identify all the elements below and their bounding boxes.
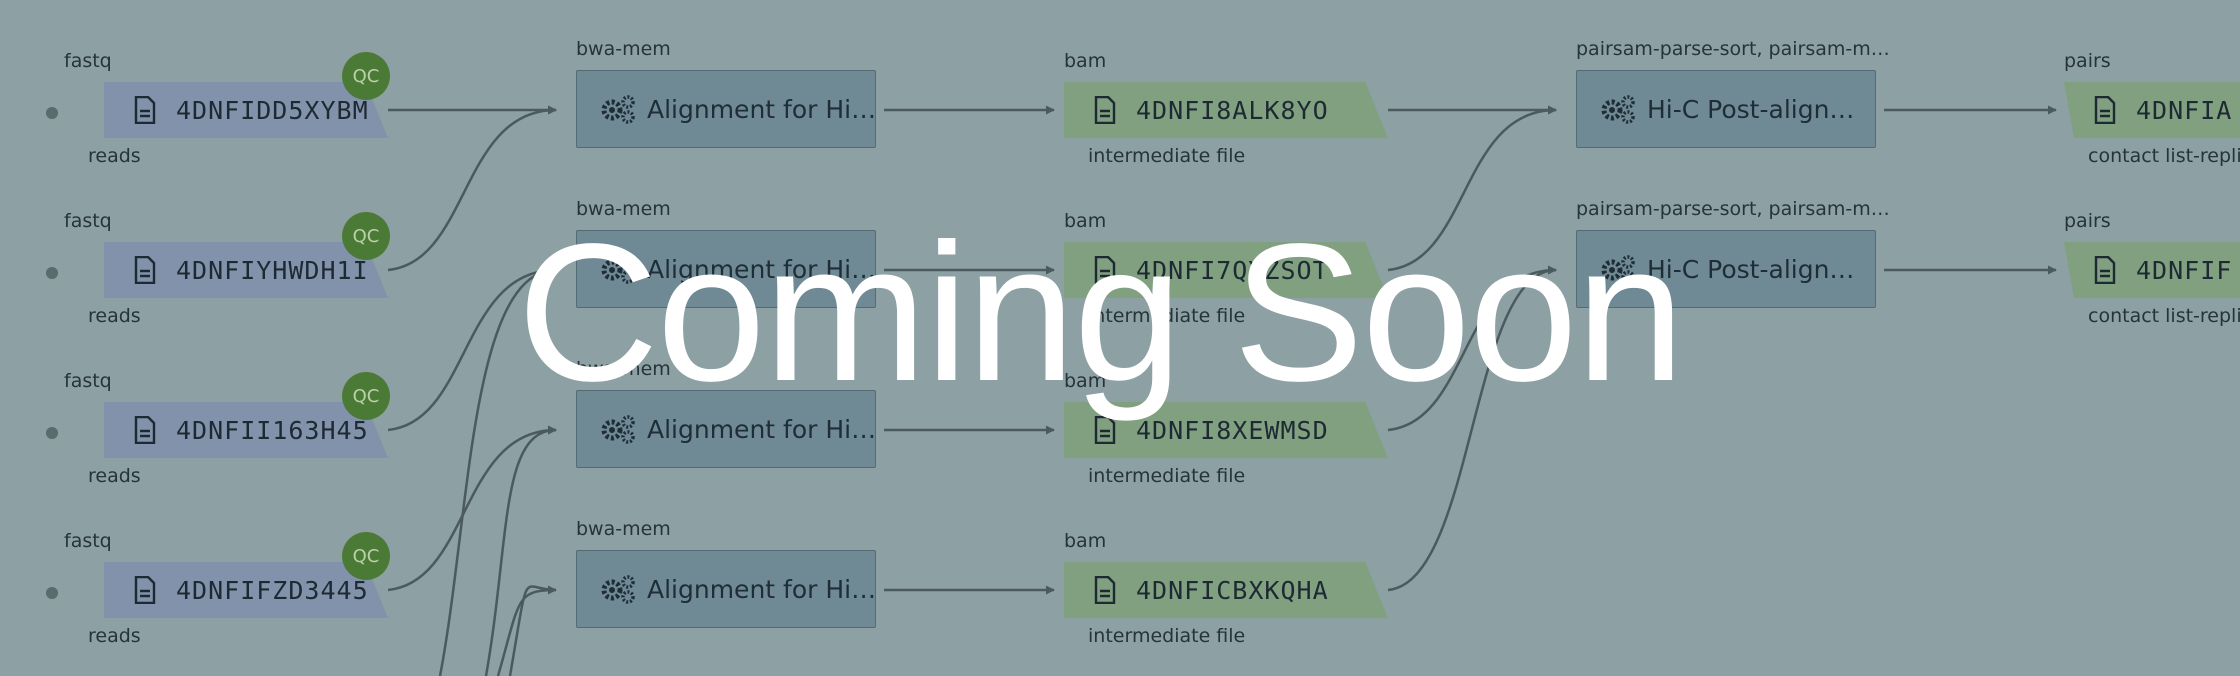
file-role-label: reads — [88, 465, 141, 487]
step-title: Hi-C Post-align… — [1647, 94, 1855, 124]
file-role-label: reads — [88, 625, 141, 647]
file-type-label: fastq — [64, 370, 112, 392]
gears-icon — [601, 255, 635, 284]
file-role-label: intermediate file — [1088, 625, 1246, 647]
edge-bam4-post2 — [1387, 265, 1557, 592]
file-icon — [1094, 96, 1116, 124]
fastq-file-node[interactable]: 4DNFIYHWDH1I — [104, 242, 388, 298]
gears-icon — [601, 95, 635, 124]
step-node[interactable]: Alignment for Hi… — [576, 70, 876, 148]
file-role-label: reads — [88, 305, 141, 327]
bam-file-node[interactable]: 4DNFI8XEWMSD — [1064, 402, 1388, 458]
input-port-dot — [46, 587, 58, 599]
fastq-file-node[interactable]: 4DNFII163H45 — [104, 402, 388, 458]
step-title: Alignment for Hi… — [647, 574, 877, 604]
gears-icon — [1601, 95, 1635, 124]
file-type-label: fastq — [64, 50, 112, 72]
edge-fastq4-align3 — [387, 425, 557, 592]
coming-soon-overlay: Coming Soon — [517, 203, 1685, 422]
file-role-label: intermediate file — [1088, 145, 1246, 167]
qc-badge[interactable]: QC — [342, 532, 390, 580]
step-node[interactable]: Hi-C Post-align… — [1576, 70, 1876, 148]
pairs-file-node[interactable]: 4DNFIA — [2064, 82, 2240, 138]
edge-offscreen-d — [508, 585, 557, 676]
edge-bam3-post2 — [1387, 265, 1557, 432]
fastq-file-node[interactable]: 4DNFIFZD3445 — [104, 562, 388, 618]
file-icon — [2094, 96, 2116, 124]
edge-fastq2-align1 — [387, 105, 557, 272]
step-tool-label: bwa-mem — [576, 518, 671, 540]
qc-badge[interactable]: QC — [342, 52, 390, 100]
step-tool-label: pairsam-parse-sort, pairsam-m… — [1576, 198, 1890, 220]
file-icon — [2094, 256, 2116, 284]
file-accession: 4DNFII163H45 — [176, 415, 369, 445]
step-title: Hi-C Post-align… — [1647, 254, 1855, 284]
step-tool-label: bwa-mem — [576, 358, 671, 380]
file-role-label: intermediate file — [1088, 465, 1246, 487]
edge-offscreen-b — [484, 425, 557, 676]
bam-file-node[interactable]: 4DNFICBXKQHA — [1064, 562, 1388, 618]
file-role-label: intermediate file — [1088, 305, 1246, 327]
file-icon — [1094, 416, 1116, 444]
file-role-label: contact list-replic — [2088, 305, 2240, 327]
file-accession: 4DNFIF — [2136, 255, 2233, 285]
file-role-label: contact list-replic — [2088, 145, 2240, 167]
bam-file-node[interactable]: 4DNFI8ALK8YO — [1064, 82, 1388, 138]
file-type-label: bam — [1064, 210, 1107, 232]
file-accession: 4DNFI8XEWMSD — [1136, 415, 1329, 445]
step-tool-label: pairsam-parse-sort, pairsam-m… — [1576, 38, 1890, 60]
file-accession: 4DNFIDD5XYBM — [176, 95, 369, 125]
file-icon — [134, 96, 156, 124]
edge-offscreen-a — [438, 265, 557, 676]
step-tool-label: bwa-mem — [576, 198, 671, 220]
file-icon — [134, 256, 156, 284]
file-accession: 4DNFICBXKQHA — [1136, 575, 1329, 605]
qc-badge[interactable]: QC — [342, 372, 390, 420]
file-icon — [134, 576, 156, 604]
step-node[interactable]: Hi-C Post-align… — [1576, 230, 1876, 308]
file-type-label: bam — [1064, 530, 1107, 552]
file-icon — [1094, 576, 1116, 604]
file-type-label: pairs — [2064, 210, 2111, 232]
step-title: Alignment for Hi… — [647, 414, 877, 444]
step-tool-label: bwa-mem — [576, 38, 671, 60]
file-type-label: pairs — [2064, 50, 2111, 72]
file-type-label: fastq — [64, 210, 112, 232]
file-icon — [134, 416, 156, 444]
input-port-dot — [46, 107, 58, 119]
step-title: Alignment for Hi… — [647, 254, 877, 284]
file-accession: 4DNFI7QYZSOT — [1136, 255, 1329, 285]
edge-bam2-post1 — [1387, 105, 1557, 272]
input-port-dot — [46, 267, 58, 279]
edge-fastq3-align2 — [387, 265, 557, 432]
step-node[interactable]: Alignment for Hi… — [576, 390, 876, 468]
bam-file-node[interactable]: 4DNFI7QYZSOT — [1064, 242, 1388, 298]
gears-icon — [601, 415, 635, 444]
step-node[interactable]: Alignment for Hi… — [576, 230, 876, 308]
input-port-dot — [46, 427, 58, 439]
file-role-label: reads — [88, 145, 141, 167]
file-type-label: fastq — [64, 530, 112, 552]
qc-badge[interactable]: QC — [342, 212, 390, 260]
gears-icon — [1601, 255, 1635, 284]
file-icon — [1094, 256, 1116, 284]
edge-offscreen-c — [496, 585, 557, 676]
file-accession: 4DNFIA — [2136, 95, 2233, 125]
step-title: Alignment for Hi… — [647, 94, 877, 124]
step-node[interactable]: Alignment for Hi… — [576, 550, 876, 628]
fastq-file-node[interactable]: 4DNFIDD5XYBM — [104, 82, 388, 138]
file-accession: 4DNFIYHWDH1I — [176, 255, 369, 285]
file-type-label: bam — [1064, 50, 1107, 72]
file-accession: 4DNFIFZD3445 — [176, 575, 369, 605]
gears-icon — [601, 575, 635, 604]
pairs-file-node[interactable]: 4DNFIF — [2064, 242, 2240, 298]
file-accession: 4DNFI8ALK8YO — [1136, 95, 1329, 125]
file-type-label: bam — [1064, 370, 1107, 392]
